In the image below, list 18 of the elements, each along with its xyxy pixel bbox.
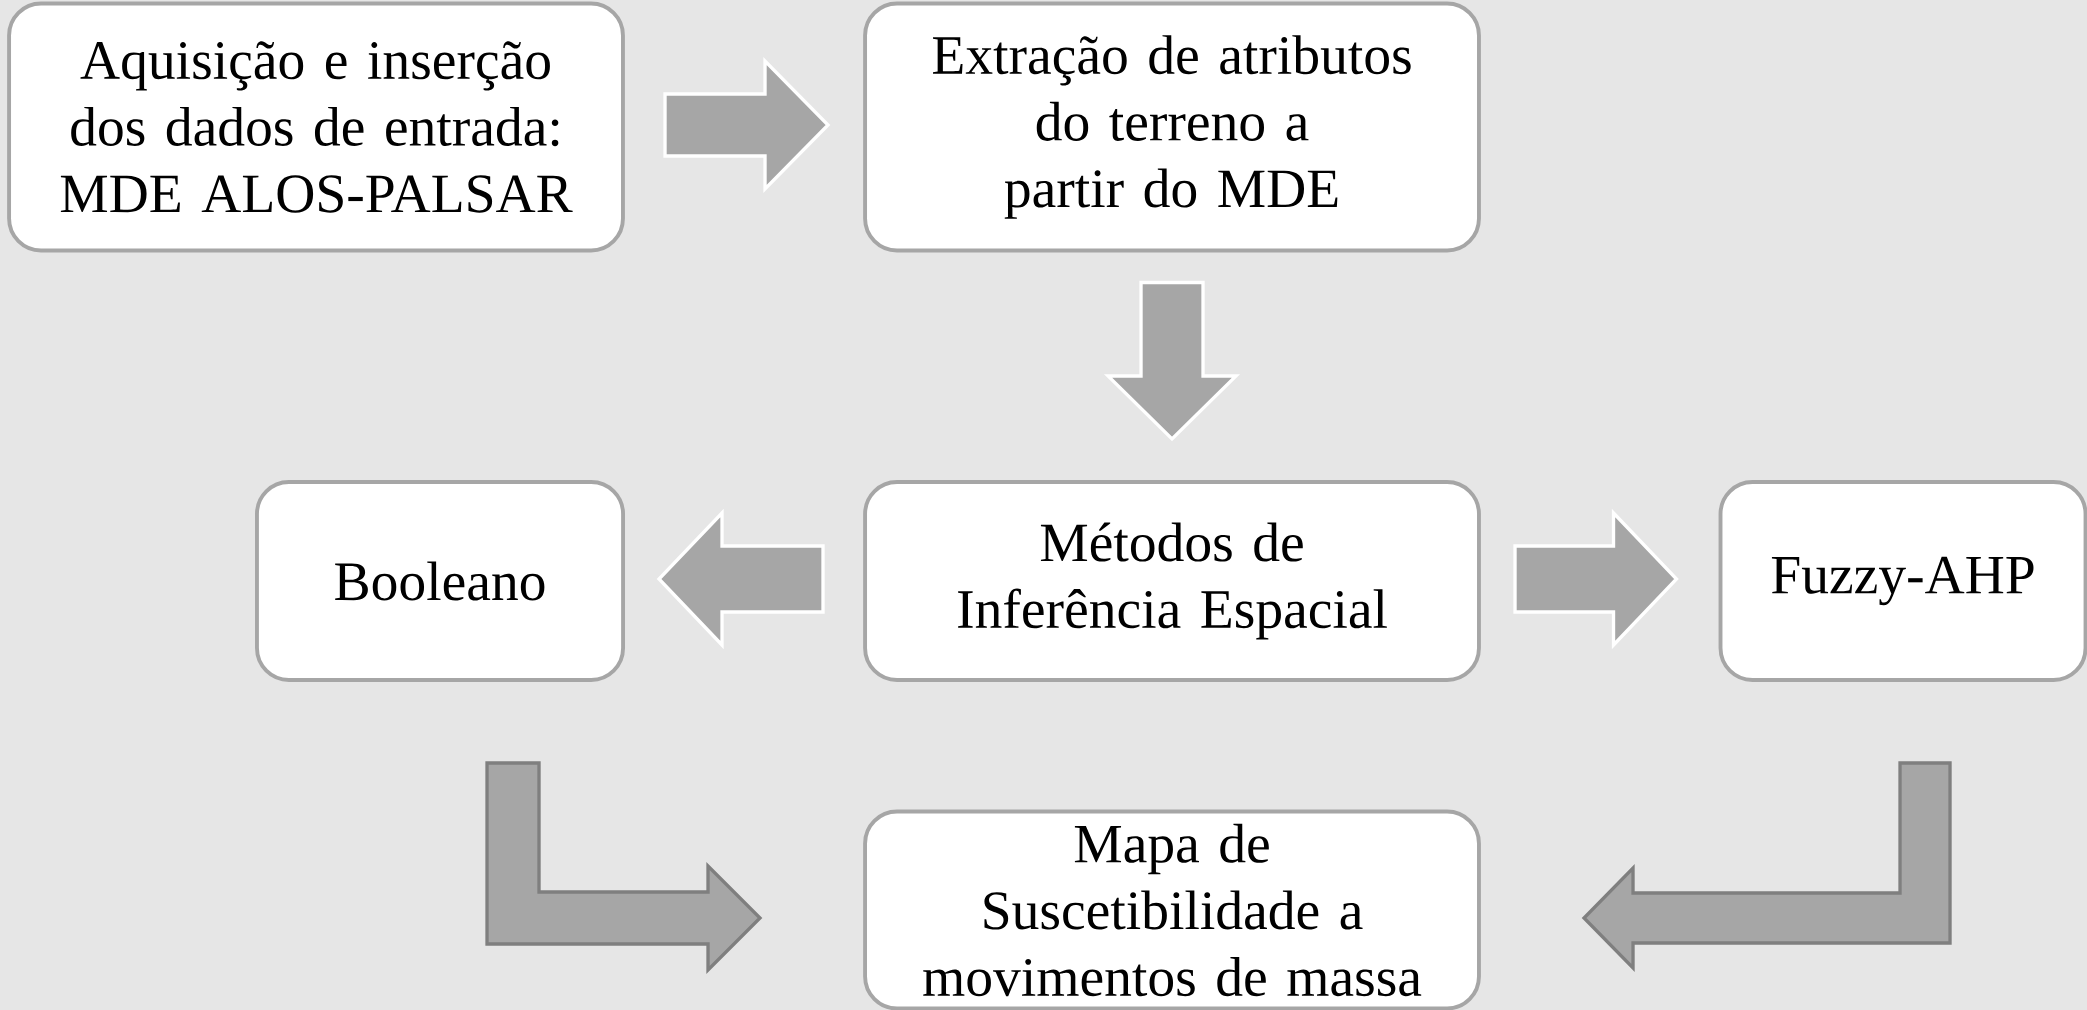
process-box xyxy=(863,809,1481,1010)
process-box xyxy=(7,1,625,253)
block-arrow xyxy=(1103,280,1241,442)
process-box xyxy=(1718,480,2087,682)
block-arrow xyxy=(485,761,763,974)
node-label: Extração de atributos do terreno a partir do MDE xyxy=(932,35,1411,219)
node-label: Fuzzy-AHP xyxy=(1771,556,2034,606)
block-arrow xyxy=(1581,761,1952,973)
block-arrow xyxy=(663,56,831,194)
process-box xyxy=(255,480,625,682)
node-label: Booleano xyxy=(335,561,545,601)
node-label: Aquisição e inserção dos dados de entrada: MDE ALOS-PALSAR xyxy=(60,41,573,213)
process-box xyxy=(863,1,1481,253)
block-arrow xyxy=(1513,508,1679,650)
node-label: Métodos de Inferência Espacial xyxy=(958,522,1387,640)
block-arrow xyxy=(656,508,825,650)
process-box xyxy=(863,480,1481,682)
node-label: Mapa de Suscetibilidade a movimentos de massa xyxy=(923,823,1422,997)
